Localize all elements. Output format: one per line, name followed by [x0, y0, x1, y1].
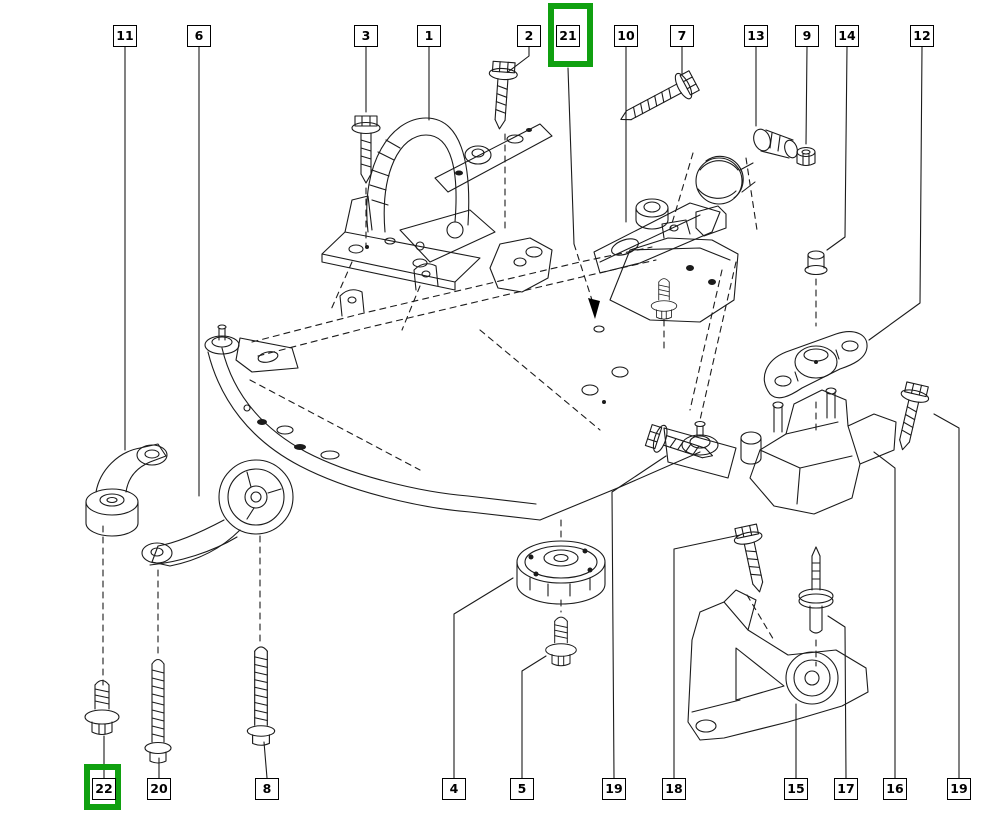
- part-14-nut-sketch: [804, 250, 828, 327]
- part-4-round-mount-sketch: [516, 519, 606, 613]
- leader-line-19: [611, 455, 667, 779]
- callout-15-bottom[interactable]: 15: [784, 778, 808, 800]
- callout-9-top[interactable]: 9: [795, 25, 819, 47]
- callout-1-top[interactable]: 1: [417, 25, 441, 47]
- leader-line-12: [868, 46, 923, 341]
- part-2-bolt-sketch: [484, 60, 519, 233]
- callout-17-bottom[interactable]: 17: [834, 778, 858, 800]
- leader-line-4: [453, 577, 514, 779]
- part-16-bracket-sketch: [740, 387, 897, 515]
- leader-arrowhead-21: [588, 298, 600, 319]
- callout-18-bottom[interactable]: 18: [662, 778, 686, 800]
- part-3-bolt-sketch: [351, 115, 381, 249]
- leader-line-17: [827, 615, 847, 779]
- leader-line-9: [805, 46, 808, 145]
- leader-line-16: [873, 451, 896, 779]
- callout-13-top[interactable]: 13: [744, 25, 768, 47]
- part-15-bracket-sketch: [687, 589, 869, 741]
- callout-12-top[interactable]: 12: [910, 25, 934, 47]
- callout-21-top[interactable]: 21: [556, 25, 580, 47]
- highlight-frame-21: [548, 3, 593, 67]
- leader-line-14: [826, 46, 848, 251]
- callout-2-top[interactable]: 2: [517, 25, 541, 47]
- leader-line-18: [673, 534, 741, 779]
- callout-20-bottom[interactable]: 20: [147, 778, 171, 800]
- part-13-bushing-sketch: [753, 128, 798, 159]
- part-1-upper-engine-mount-sketch: [321, 117, 553, 331]
- leader-line-5: [521, 655, 547, 779]
- part-12-mount-sketch: [763, 331, 868, 431]
- subframe-cradle-sketch: [204, 219, 739, 521]
- part-6-torque-rod-sketch: [141, 459, 294, 646]
- part-11-link-sketch: [85, 443, 168, 686]
- part-18-bolt-sketch: [731, 522, 776, 643]
- leader-line-21: [567, 67, 575, 245]
- callout-22-bottom[interactable]: 22: [92, 778, 116, 800]
- callout-3-top[interactable]: 3: [354, 25, 378, 47]
- callout-5-bottom[interactable]: 5: [510, 778, 534, 800]
- callout-6-top[interactable]: 6: [187, 25, 211, 47]
- part-17-stud-sketch: [798, 546, 834, 667]
- callout-11-top[interactable]: 11: [113, 25, 137, 47]
- callout-4-bottom[interactable]: 4: [442, 778, 466, 800]
- callout-16-bottom[interactable]: 16: [883, 778, 907, 800]
- callout-14-top[interactable]: 14: [835, 25, 859, 47]
- callout-10-top[interactable]: 10: [614, 25, 638, 47]
- part-10-bracket-sketch: [593, 152, 758, 353]
- callout-19-bottom[interactable]: 19: [602, 778, 626, 800]
- callout-7-top[interactable]: 7: [670, 25, 694, 47]
- callout-8-bottom[interactable]: 8: [255, 778, 279, 800]
- leader-line-19: [933, 413, 960, 779]
- leader-line-21: [573, 243, 593, 301]
- leader-line-8: [263, 741, 268, 779]
- callout-19-bottom[interactable]: 19: [947, 778, 971, 800]
- highlight-frame-22: [84, 764, 121, 810]
- leader-line-2: [507, 46, 530, 73]
